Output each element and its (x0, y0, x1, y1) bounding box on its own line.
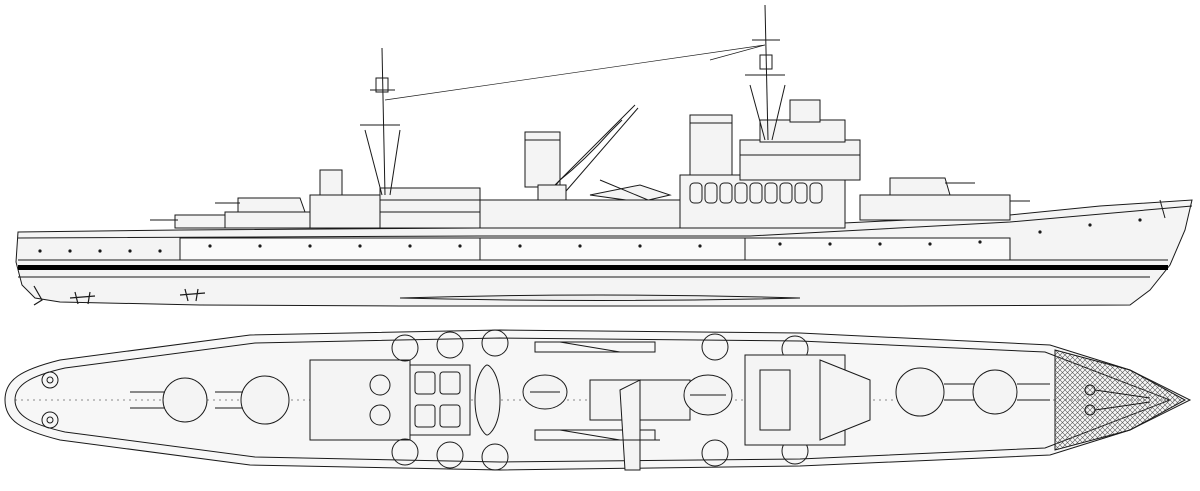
midships-structure (479, 174, 846, 229)
turret-b (889, 177, 951, 196)
aft-superstructure (309, 169, 481, 229)
waterline-band (18, 265, 1168, 270)
aft-turrets-profile (150, 197, 311, 229)
aft-funnel (524, 131, 561, 188)
anchor-gear (1084, 384, 1151, 416)
bridge-plan (744, 354, 871, 446)
fore-funnel (689, 114, 733, 181)
aft-deckhouse-plan (309, 359, 471, 441)
funnels-profile (524, 114, 733, 188)
turret-y-plan (162, 377, 208, 423)
armour-belt-aft (179, 237, 481, 261)
centreline-boat (474, 364, 501, 436)
bridge-structure (739, 99, 861, 181)
main-mast (360, 47, 401, 196)
catapult-plan (589, 379, 691, 471)
turret-x (237, 197, 306, 213)
turret-a-plan (972, 369, 1018, 415)
forward-turrets-profile (859, 177, 1030, 221)
crane-plan (534, 341, 656, 441)
propellers (33, 285, 206, 306)
bilge-keel (399, 294, 801, 301)
armour-belt-fwd (744, 237, 1011, 261)
aft-capstans (41, 371, 59, 429)
side-profile-view (15, 4, 1193, 307)
armour-belt-mid (479, 237, 746, 261)
deck-plan-view (4, 329, 1192, 471)
secondary-gun-mounts-plan (391, 329, 809, 471)
aircraft-plan (619, 379, 641, 471)
aerial-wire (384, 44, 766, 101)
main-deck-line (17, 205, 1193, 239)
turret-x-plan (240, 375, 290, 425)
turret-b-plan (895, 367, 945, 417)
aft-turrets-plan (130, 375, 290, 425)
forward-turrets-plan (895, 367, 1050, 417)
forecastle-hatched-area (1054, 349, 1187, 451)
boat-rack (689, 182, 823, 204)
jack-staff (1159, 199, 1166, 219)
portholes (38, 218, 1142, 253)
fore-mast (745, 4, 786, 141)
